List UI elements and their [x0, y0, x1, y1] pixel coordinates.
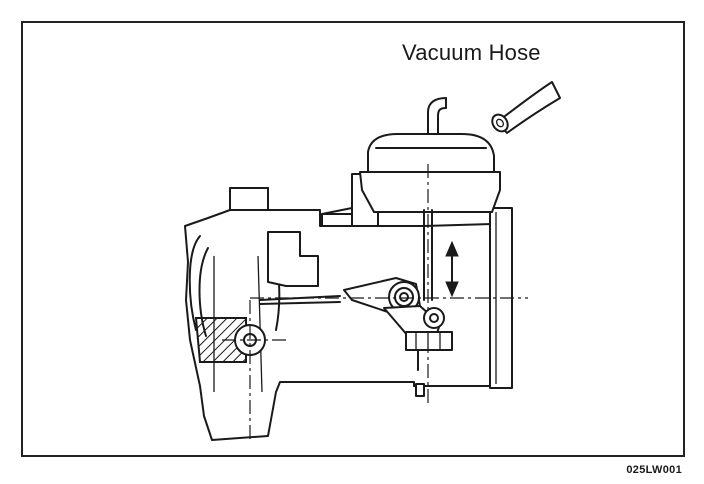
vacuum-actuator — [321, 97, 501, 406]
figure-code: 025LW001 — [626, 464, 682, 476]
throttle-linkage — [259, 277, 453, 371]
up-down-arrow — [445, 240, 459, 298]
center-lines — [222, 297, 528, 440]
vacuum-hose-label: Vacuum Hose — [402, 40, 541, 65]
vacuum-hose — [491, 81, 561, 134]
